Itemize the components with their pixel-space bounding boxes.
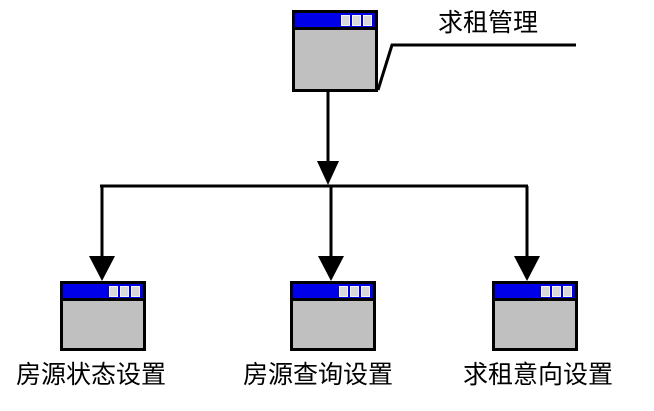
minimize-button-icon[interactable] xyxy=(341,14,350,26)
window-body xyxy=(63,301,143,348)
node-root-application-window-icon[interactable] xyxy=(292,10,378,92)
titlebar xyxy=(63,284,143,301)
maximize-button-icon[interactable] xyxy=(350,285,359,297)
close-button-icon[interactable] xyxy=(563,285,572,297)
close-button-icon[interactable] xyxy=(361,285,370,297)
minimize-button-icon[interactable] xyxy=(339,285,348,297)
arrow-bus-to-status xyxy=(89,186,115,281)
window-body xyxy=(495,301,575,348)
node-status-label: 房源状态设置 xyxy=(16,360,167,389)
maximize-button-icon[interactable] xyxy=(552,285,561,297)
arrow-bus-to-intent xyxy=(514,186,540,281)
titlebar xyxy=(495,284,575,301)
arrow-bus-to-query xyxy=(318,186,344,281)
leader-line-root-label xyxy=(376,43,576,91)
minimize-button-icon[interactable] xyxy=(541,285,550,297)
node-intent-label: 求租意向设置 xyxy=(463,360,614,389)
node-root-label: 求租管理 xyxy=(438,8,539,37)
arrow-root-to-bus xyxy=(317,92,339,185)
node-query-label: 房源查询设置 xyxy=(243,360,394,389)
close-button-icon[interactable] xyxy=(131,285,140,297)
node-intent-application-window-icon[interactable] xyxy=(492,281,578,351)
close-button-icon[interactable] xyxy=(363,14,372,26)
node-status-application-window-icon[interactable] xyxy=(60,281,146,351)
titlebar xyxy=(295,13,375,30)
maximize-button-icon[interactable] xyxy=(352,14,361,26)
titlebar xyxy=(293,284,373,301)
minimize-button-icon[interactable] xyxy=(109,285,118,297)
maximize-button-icon[interactable] xyxy=(120,285,129,297)
window-body xyxy=(293,301,373,348)
node-query-application-window-icon[interactable] xyxy=(290,281,376,351)
window-body xyxy=(295,30,375,89)
